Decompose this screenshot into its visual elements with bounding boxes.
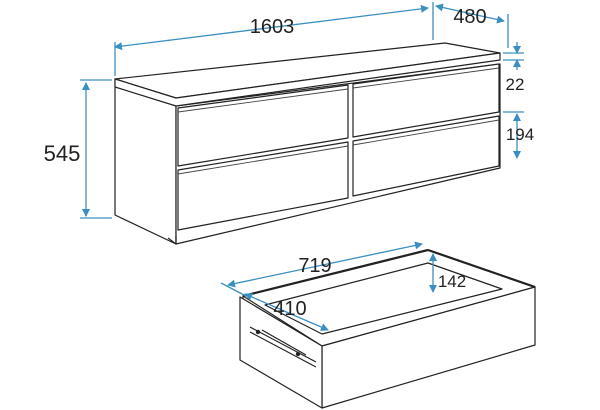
label-depth: 480 bbox=[453, 6, 486, 28]
label-top-thickness: 22 bbox=[506, 75, 525, 94]
dimension-lines bbox=[80, 2, 524, 331]
label-drawer-length: 719 bbox=[298, 255, 331, 277]
dim-ext-drawer-length-left bbox=[220, 282, 247, 297]
dresser-top-edge bbox=[114, 52, 501, 107]
drawer-front-top-left bbox=[177, 84, 349, 167]
dresser-plinth-line bbox=[167, 236, 177, 245]
label-width: 1603 bbox=[250, 16, 295, 38]
drawer-front-bottom-right bbox=[352, 115, 500, 197]
dim-line-depth bbox=[435, 3, 505, 24]
drawer-runner-rail bbox=[249, 326, 317, 368]
drawer-front-bottom-left bbox=[177, 141, 349, 231]
dim-line-drawer-length bbox=[227, 241, 423, 288]
dim-line-drawer-width bbox=[244, 293, 329, 331]
label-drawer-width: 410 bbox=[273, 298, 306, 320]
runner-screw-1 bbox=[255, 329, 261, 335]
label-height: 545 bbox=[44, 141, 81, 166]
drawer-handle-grooves bbox=[177, 67, 500, 175]
dimension-labels: 1603 480 545 22 194 719 410 142 bbox=[44, 6, 535, 320]
drawer-front-top-right bbox=[352, 63, 500, 138]
label-drawer-front-height: 194 bbox=[506, 125, 534, 144]
label-drawer-height: 142 bbox=[438, 272, 466, 291]
runner-screw-2 bbox=[295, 351, 301, 357]
dim-line-width bbox=[114, 4, 429, 51]
dresser bbox=[114, 42, 501, 245]
